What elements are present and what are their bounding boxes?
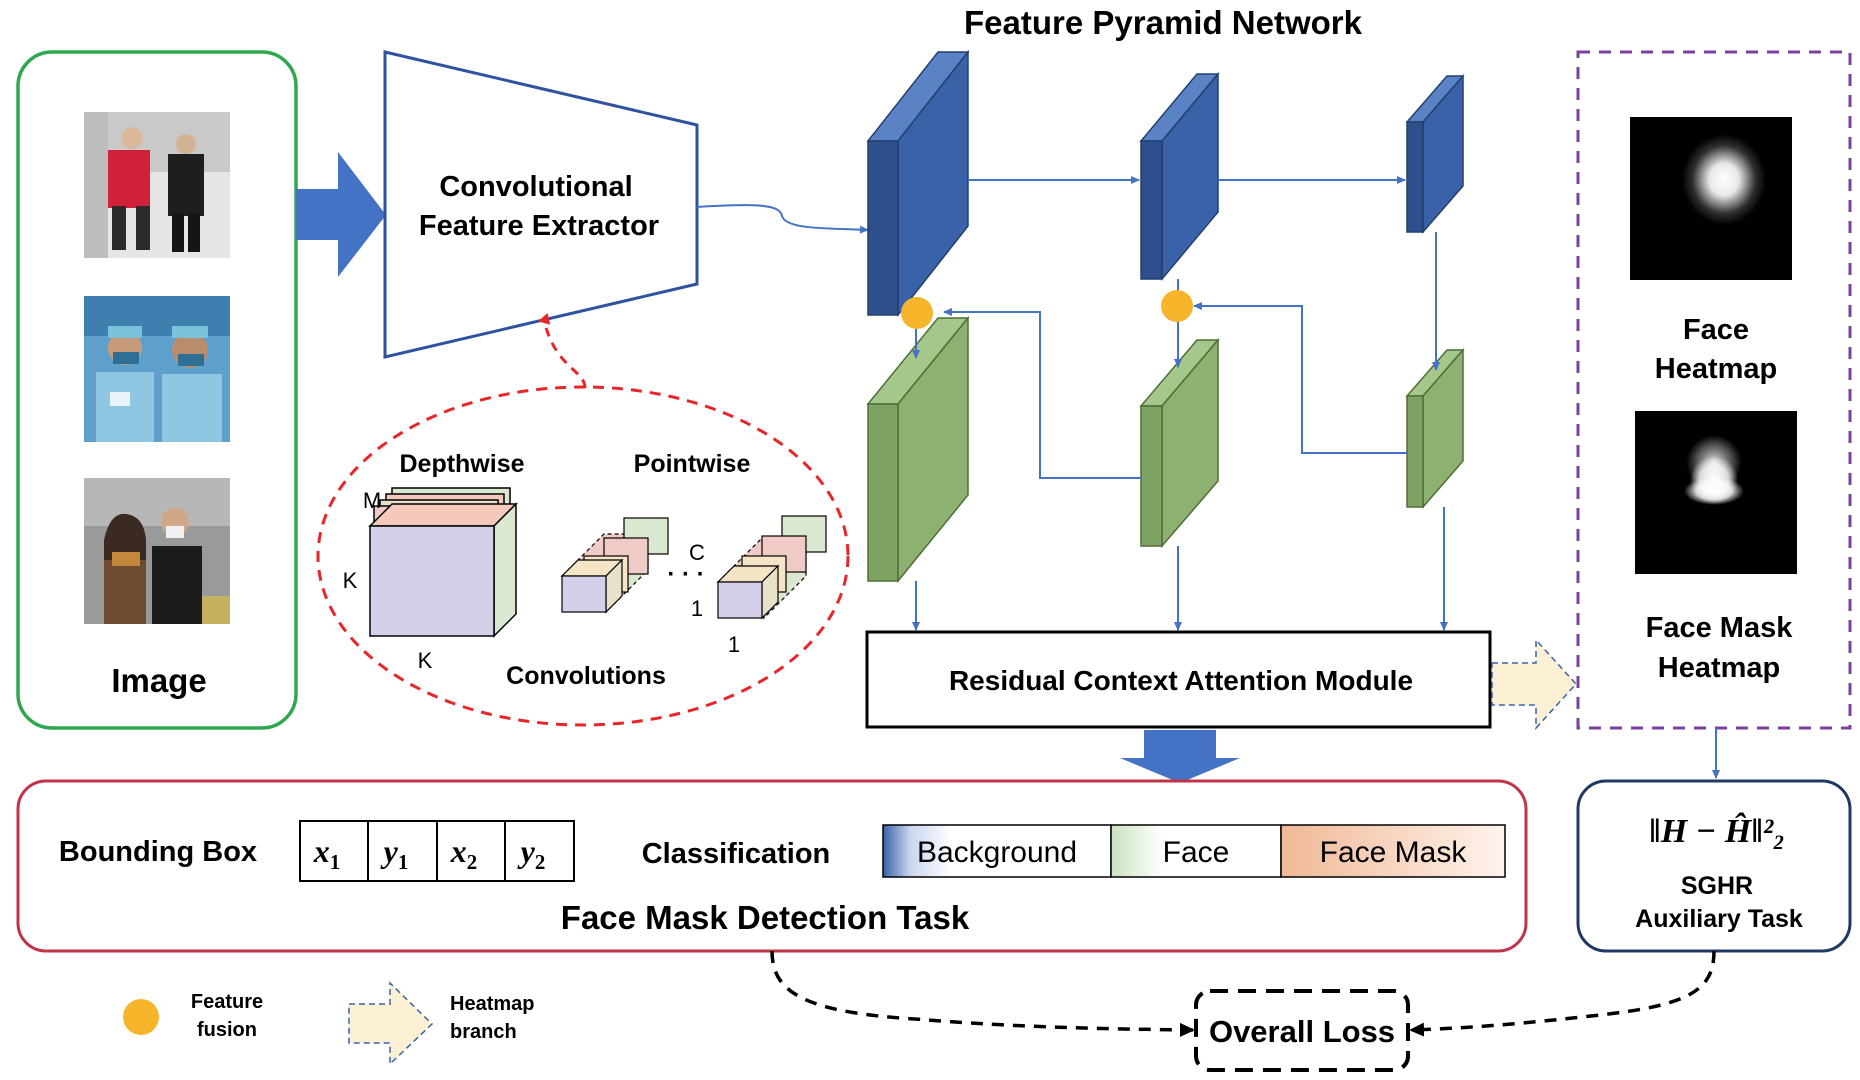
pedestrians-photo	[84, 112, 230, 258]
surgeons-photo	[84, 296, 230, 442]
class-cells: Background Face Face Mask	[882, 824, 1506, 878]
detail-connector	[538, 313, 587, 389]
face-mask-heatmap-label-line2: Heatmap	[1658, 652, 1781, 684]
fpn-green-layer-3	[1405, 347, 1465, 510]
legend-fusion-line1: Feature	[191, 991, 263, 1013]
class-face-cell	[1110, 824, 1282, 878]
fusion-path-1	[943, 308, 1141, 479]
heatmap-panel: Face Heatmap Face Mask Heatmap	[1576, 50, 1852, 730]
input-flow-arrow	[296, 152, 386, 277]
pointwise-column-2	[716, 515, 827, 620]
fusion-dot-2	[1161, 290, 1193, 322]
face-heatmap-label-line2: Heatmap	[1655, 353, 1778, 385]
sghr-label-line1: SGHR	[1681, 872, 1753, 900]
class-background-label: Background	[917, 836, 1077, 869]
convolutions-label: Convolutions	[506, 662, 666, 690]
fpn-blue-layer-1	[866, 49, 970, 318]
face-mask-heatmap-label-line1: Face Mask	[1646, 612, 1794, 644]
class-face-mask-cell	[1280, 824, 1506, 878]
depthwise-label: Depthwise	[399, 450, 524, 478]
legend: Feature fusion Heatmap branch	[123, 981, 534, 1066]
classification-label: Classification	[642, 838, 831, 870]
dim-1b-label: 1	[728, 632, 740, 657]
fusion-path-2	[1193, 302, 1407, 454]
image-panel: Image	[16, 50, 298, 730]
ellipsis-dots: · · ·	[667, 561, 704, 588]
heatmap-branch-arrow	[1491, 638, 1578, 730]
coord-y2: y2	[517, 833, 546, 874]
dim-k-bottom-label: K	[418, 648, 433, 673]
legend-heatmap-line2: branch	[450, 1021, 517, 1043]
fusion-dot-1	[901, 297, 933, 329]
image-panel-label: Image	[111, 662, 206, 699]
sghr-to-loss-connector	[1409, 950, 1716, 1037]
rcam-module: Residual Context Attention Module	[865, 630, 1492, 729]
depthwise-cube-stack	[368, 487, 518, 638]
fpn-green-layer-1	[866, 315, 970, 584]
legend-heatmap-branch-icon	[348, 981, 434, 1066]
legend-fusion-line2: fusion	[197, 1019, 257, 1041]
dim-m-label: M	[363, 488, 381, 513]
dim-c-label: C	[689, 540, 705, 565]
detection-task-label: Face Mask Detection Task	[561, 899, 970, 936]
dim-1a-label: 1	[691, 596, 703, 621]
street-couple-photo	[84, 478, 230, 624]
fpn-green-layer-2	[1139, 337, 1220, 549]
feature-extractor: Convolutional Feature Extractor	[383, 50, 699, 359]
face-mask-heatmap-image	[1635, 411, 1797, 574]
dim-k-side-label: K	[343, 568, 358, 593]
sghr-label-line2: Auxiliary Task	[1635, 905, 1803, 933]
overall-loss-label: Overall Loss	[1209, 1014, 1395, 1049]
bbox-coords: x1 y1 x2 y2	[299, 820, 575, 882]
diagram-title: Feature Pyramid Network	[964, 4, 1363, 41]
class-face-label: Face	[1163, 836, 1230, 869]
pointwise-label: Pointwise	[634, 450, 751, 478]
legend-fusion-dot	[123, 999, 159, 1035]
rcam-to-detection-arrow	[1120, 730, 1240, 783]
sghr-panel: ‖H − Ĥ‖²₂ SGHR Auxiliary Task	[1576, 779, 1852, 953]
coord-x1: x1	[313, 833, 341, 874]
conv-detail: Depthwise Pointwise M K K · · · C 1	[316, 385, 850, 727]
legend-heatmap-line1: Heatmap	[450, 993, 534, 1015]
coord-y1: y1	[380, 833, 409, 874]
fpn	[866, 49, 1465, 631]
fpn-blue-layer-3	[1405, 73, 1465, 235]
extractor-label-line2: Feature Extractor	[419, 210, 659, 242]
extractor-label-line1: Convolutional	[439, 171, 632, 203]
face-heatmap-label-line1: Face	[1683, 314, 1749, 346]
detection-to-loss-connector	[770, 950, 1195, 1037]
coord-x2: x2	[450, 833, 478, 874]
pointwise-column-1	[560, 517, 669, 614]
detection-task-panel: Bounding Box x1 y1 x2 y2 Classification …	[16, 779, 1528, 953]
class-face-mask-label: Face Mask	[1320, 836, 1468, 869]
face-heatmap-image	[1630, 117, 1792, 280]
fpn-blue-layer-2	[1139, 71, 1220, 282]
rcam-label: Residual Context Attention Module	[949, 665, 1413, 696]
class-background-cell	[882, 824, 1112, 878]
sghr-formula: ‖H − Ĥ‖²₂	[1649, 812, 1785, 850]
extractor-to-fpn-connector	[696, 204, 869, 234]
overall-loss-box: Overall Loss	[1194, 989, 1410, 1072]
bbox-label: Bounding Box	[59, 836, 257, 868]
